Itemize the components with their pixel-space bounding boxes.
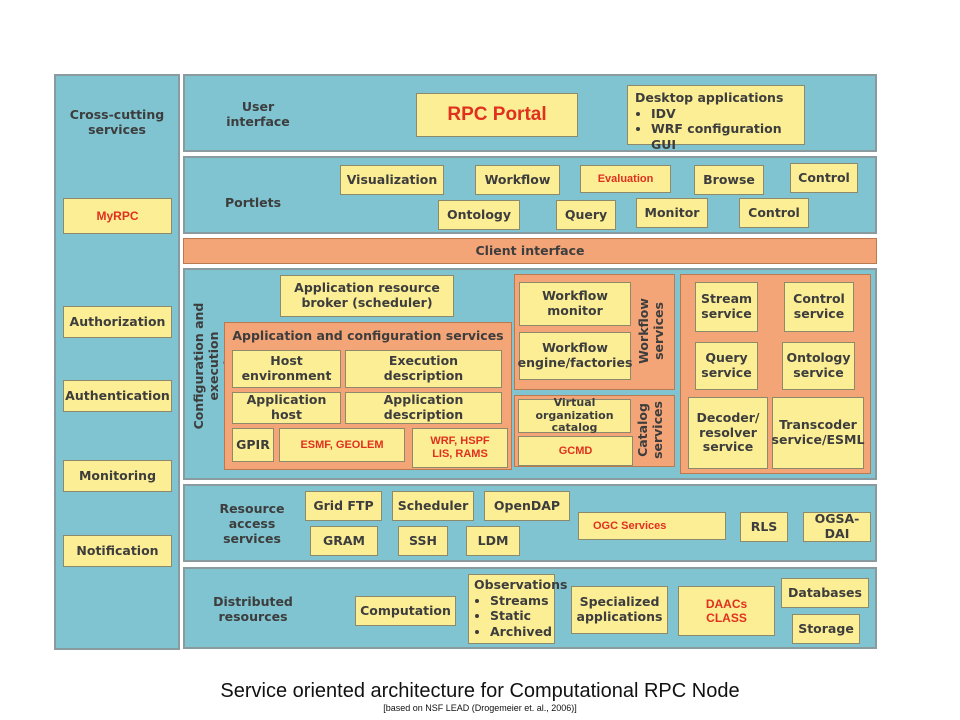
authorization-box: Authorization <box>63 306 172 338</box>
gcmd-box: GCMD <box>518 436 633 466</box>
query-service-box: Query service <box>695 342 758 390</box>
resource-access-title: Resource access services <box>219 501 285 546</box>
evaluation-box: Evaluation <box>580 165 671 193</box>
rpc-portal-box: RPC Portal <box>416 93 578 137</box>
transcoder-service-box: Transcoder service/ESML <box>772 397 864 469</box>
workflow-box: Workflow <box>475 165 560 195</box>
daacs-class-box: DAACs CLASS <box>678 586 775 636</box>
execution-description-box: Execution description <box>345 350 502 388</box>
databases-box: Databases <box>781 578 869 608</box>
ldm-box: LDM <box>466 526 520 556</box>
desktop-applications-title: Desktop applications <box>635 90 784 105</box>
distributed-title: Distributed resources <box>213 594 293 624</box>
desktop-applications-list: Desktop applications IDV WRF configurati… <box>631 87 801 156</box>
observations-title: Observations <box>474 577 568 592</box>
catalog-services-label: Catalog services <box>635 401 665 459</box>
desktop-applications-box: Desktop applications IDV WRF configurati… <box>627 85 805 152</box>
stream-service-box: Stream service <box>695 282 758 332</box>
host-environment-box: Host environment <box>232 350 341 388</box>
observations-item: Streams <box>490 593 567 609</box>
workflow-monitor-box: Workflow monitor <box>519 282 631 326</box>
storage-box: Storage <box>792 614 860 644</box>
notification-box: Notification <box>63 535 172 567</box>
query-box: Query <box>556 200 616 230</box>
scheduler-box: Scheduler <box>392 491 474 521</box>
ogc-services-box: OGC Services <box>578 512 726 540</box>
observations-box: Observations Streams Static Archived <box>468 574 567 644</box>
client-interface-label: Client interface <box>475 243 585 258</box>
workflow-engine-box: Workflow engine/factories <box>518 332 632 380</box>
opendap-box: OpenDAP <box>484 491 570 521</box>
gridftp-box: Grid FTP <box>305 491 382 521</box>
ontology-service-box: Ontology service <box>782 342 855 390</box>
decoder-service-box: Decoder/ resolver service <box>688 397 768 469</box>
app-config-title: Application and configuration services <box>232 328 504 343</box>
esmf-geolem-box: ESMF, GEOLEM <box>279 428 405 462</box>
workflow-services-label: Workflow services <box>636 298 666 364</box>
ogsa-dai-box: OGSA-DAI <box>803 511 871 542</box>
desktop-item: IDV <box>651 106 797 122</box>
browse-box: Browse <box>694 165 764 195</box>
application-description-box: Application description <box>345 392 502 424</box>
visualization-box: Visualization <box>340 165 444 195</box>
control-bottom-box: Control <box>739 198 809 228</box>
portlets-title: Portlets <box>224 195 282 210</box>
resource-broker-box: Application resource broker (scheduler) <box>280 275 454 317</box>
gram-box: GRAM <box>310 526 378 556</box>
observations-list: Observations Streams Static Archived <box>472 576 569 641</box>
desktop-item: WRF configuration GUI <box>651 121 797 152</box>
control-top-box: Control <box>790 163 858 193</box>
diagram-caption-source: [based on NSF LEAD (Drogemeier et. al., … <box>383 703 577 713</box>
wrf-hspf-box: WRF, HSPF LIS, RAMS <box>412 428 508 468</box>
observations-item: Archived <box>490 624 567 640</box>
monitor-box: Monitor <box>636 198 708 228</box>
diagram-caption-title: Service oriented architecture for Comput… <box>220 680 740 702</box>
gpir-box: GPIR <box>232 428 274 462</box>
vo-catalog-box: Virtual organization catalog <box>518 396 631 434</box>
observations-item: Static <box>490 608 567 624</box>
monitoring-box: Monitoring <box>63 460 172 492</box>
ssh-box: SSH <box>398 526 448 556</box>
rls-box: RLS <box>740 512 788 542</box>
authentication-box: Authentication <box>63 380 172 412</box>
cross-cutting-title: Cross-cutting services <box>69 107 165 137</box>
myrpc-box: MyRPC <box>63 198 172 234</box>
application-host-box: Application host <box>232 392 341 424</box>
client-interface-bar <box>183 238 877 264</box>
ontology-box: Ontology <box>438 200 520 230</box>
user-interface-title: User interface <box>226 99 290 129</box>
specialized-applications-box: Specialized applications <box>571 586 668 634</box>
computation-box: Computation <box>355 596 456 626</box>
control-service-box: Control service <box>784 282 854 332</box>
